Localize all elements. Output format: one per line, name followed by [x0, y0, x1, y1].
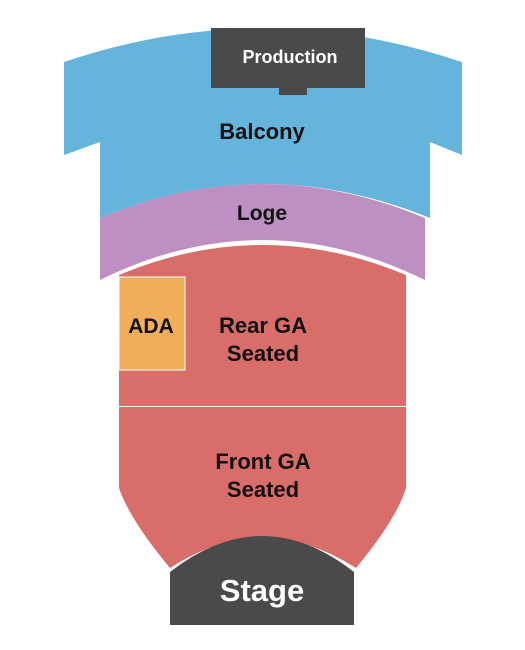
production-section[interactable] [211, 28, 365, 95]
loge-section[interactable] [100, 184, 425, 280]
stage-section[interactable] [170, 536, 354, 625]
ada-section[interactable] [118, 276, 186, 371]
rear-ga-seated-section[interactable] [119, 245, 406, 406]
front-ga-seated-section[interactable] [119, 407, 406, 568]
